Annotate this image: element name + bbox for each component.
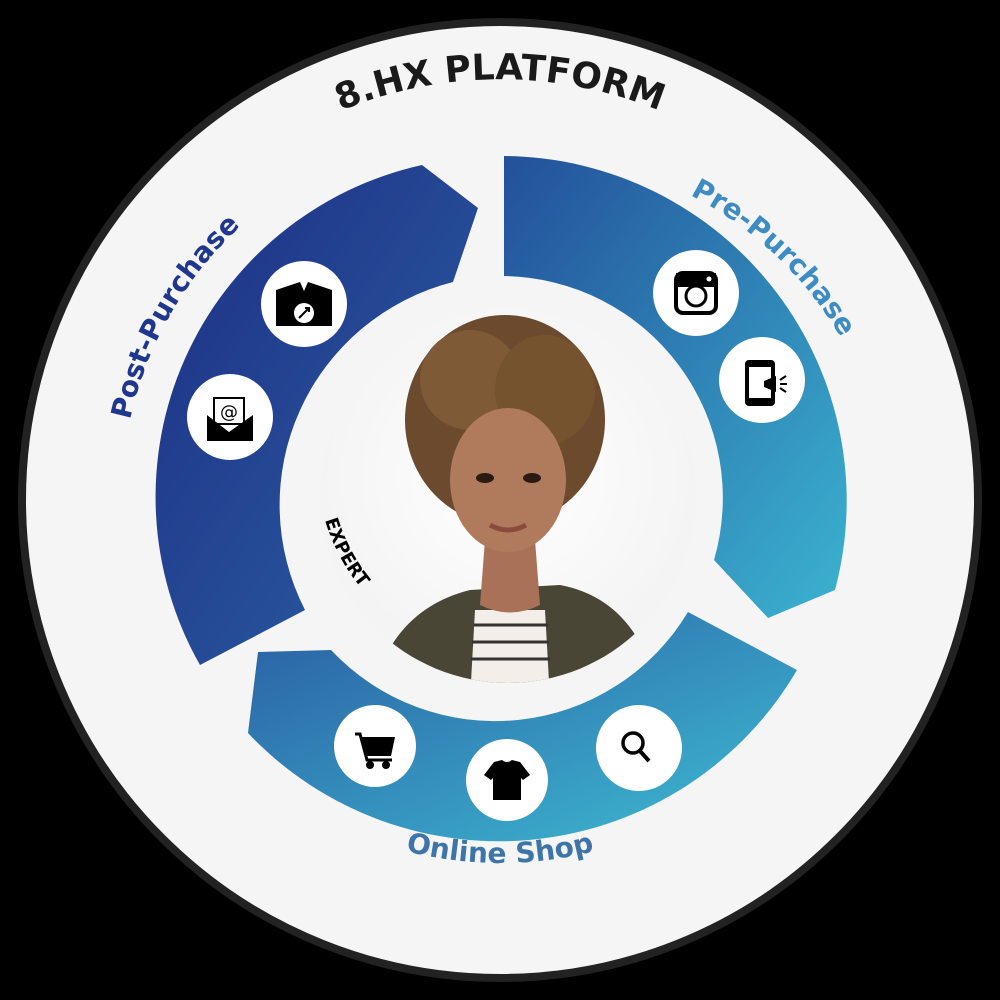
- segment-post-purchase[interactable]: [155, 165, 478, 665]
- return-box-icon[interactable]: [261, 261, 347, 347]
- cart-icon[interactable]: [334, 705, 416, 787]
- mobile-ad-icon[interactable]: [719, 337, 805, 423]
- search-icon[interactable]: [596, 705, 682, 791]
- instagram-icon[interactable]: [653, 250, 739, 336]
- email-icon[interactable]: @: [187, 374, 273, 460]
- segment-pre-purchase[interactable]: [504, 156, 847, 618]
- tshirt-icon[interactable]: [466, 739, 548, 821]
- svg-text:@: @: [220, 402, 238, 423]
